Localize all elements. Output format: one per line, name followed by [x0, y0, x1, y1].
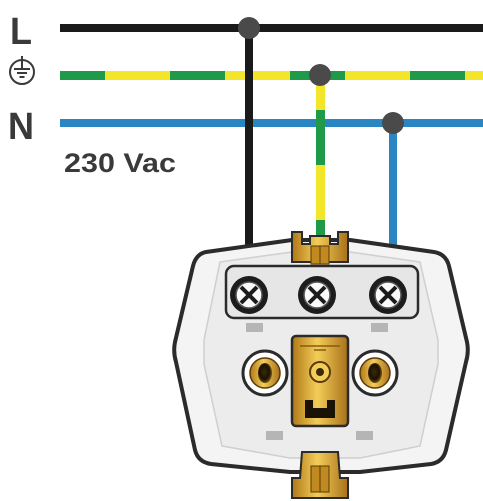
earth-drop-wire: [316, 76, 325, 246]
neutral-terminal-screw: [369, 276, 407, 314]
bottom-earth-clip: [291, 451, 349, 499]
earth-junction: [309, 64, 331, 86]
live-junction: [238, 17, 260, 39]
earth-terminal-screw: [298, 276, 336, 314]
ground-symbol-icon: [9, 56, 35, 85]
indicator-tab: [266, 431, 283, 440]
voltage-label: 230 Vac: [64, 148, 176, 178]
indicator-tab: [356, 431, 373, 440]
indicator-tab: [246, 323, 263, 332]
live-pin-socket: [241, 349, 289, 397]
live-terminal-screw: [230, 276, 268, 314]
neutral-label: N: [8, 106, 34, 148]
neutral-pin-socket: [351, 349, 399, 397]
top-earth-clip: [291, 231, 349, 265]
neutral-junction: [382, 112, 404, 134]
earth-bus-wire: [60, 71, 483, 80]
socket-outlet: [172, 231, 470, 499]
live-label: L: [10, 11, 32, 53]
earth-contact: [290, 334, 350, 428]
indicator-tab: [371, 323, 388, 332]
